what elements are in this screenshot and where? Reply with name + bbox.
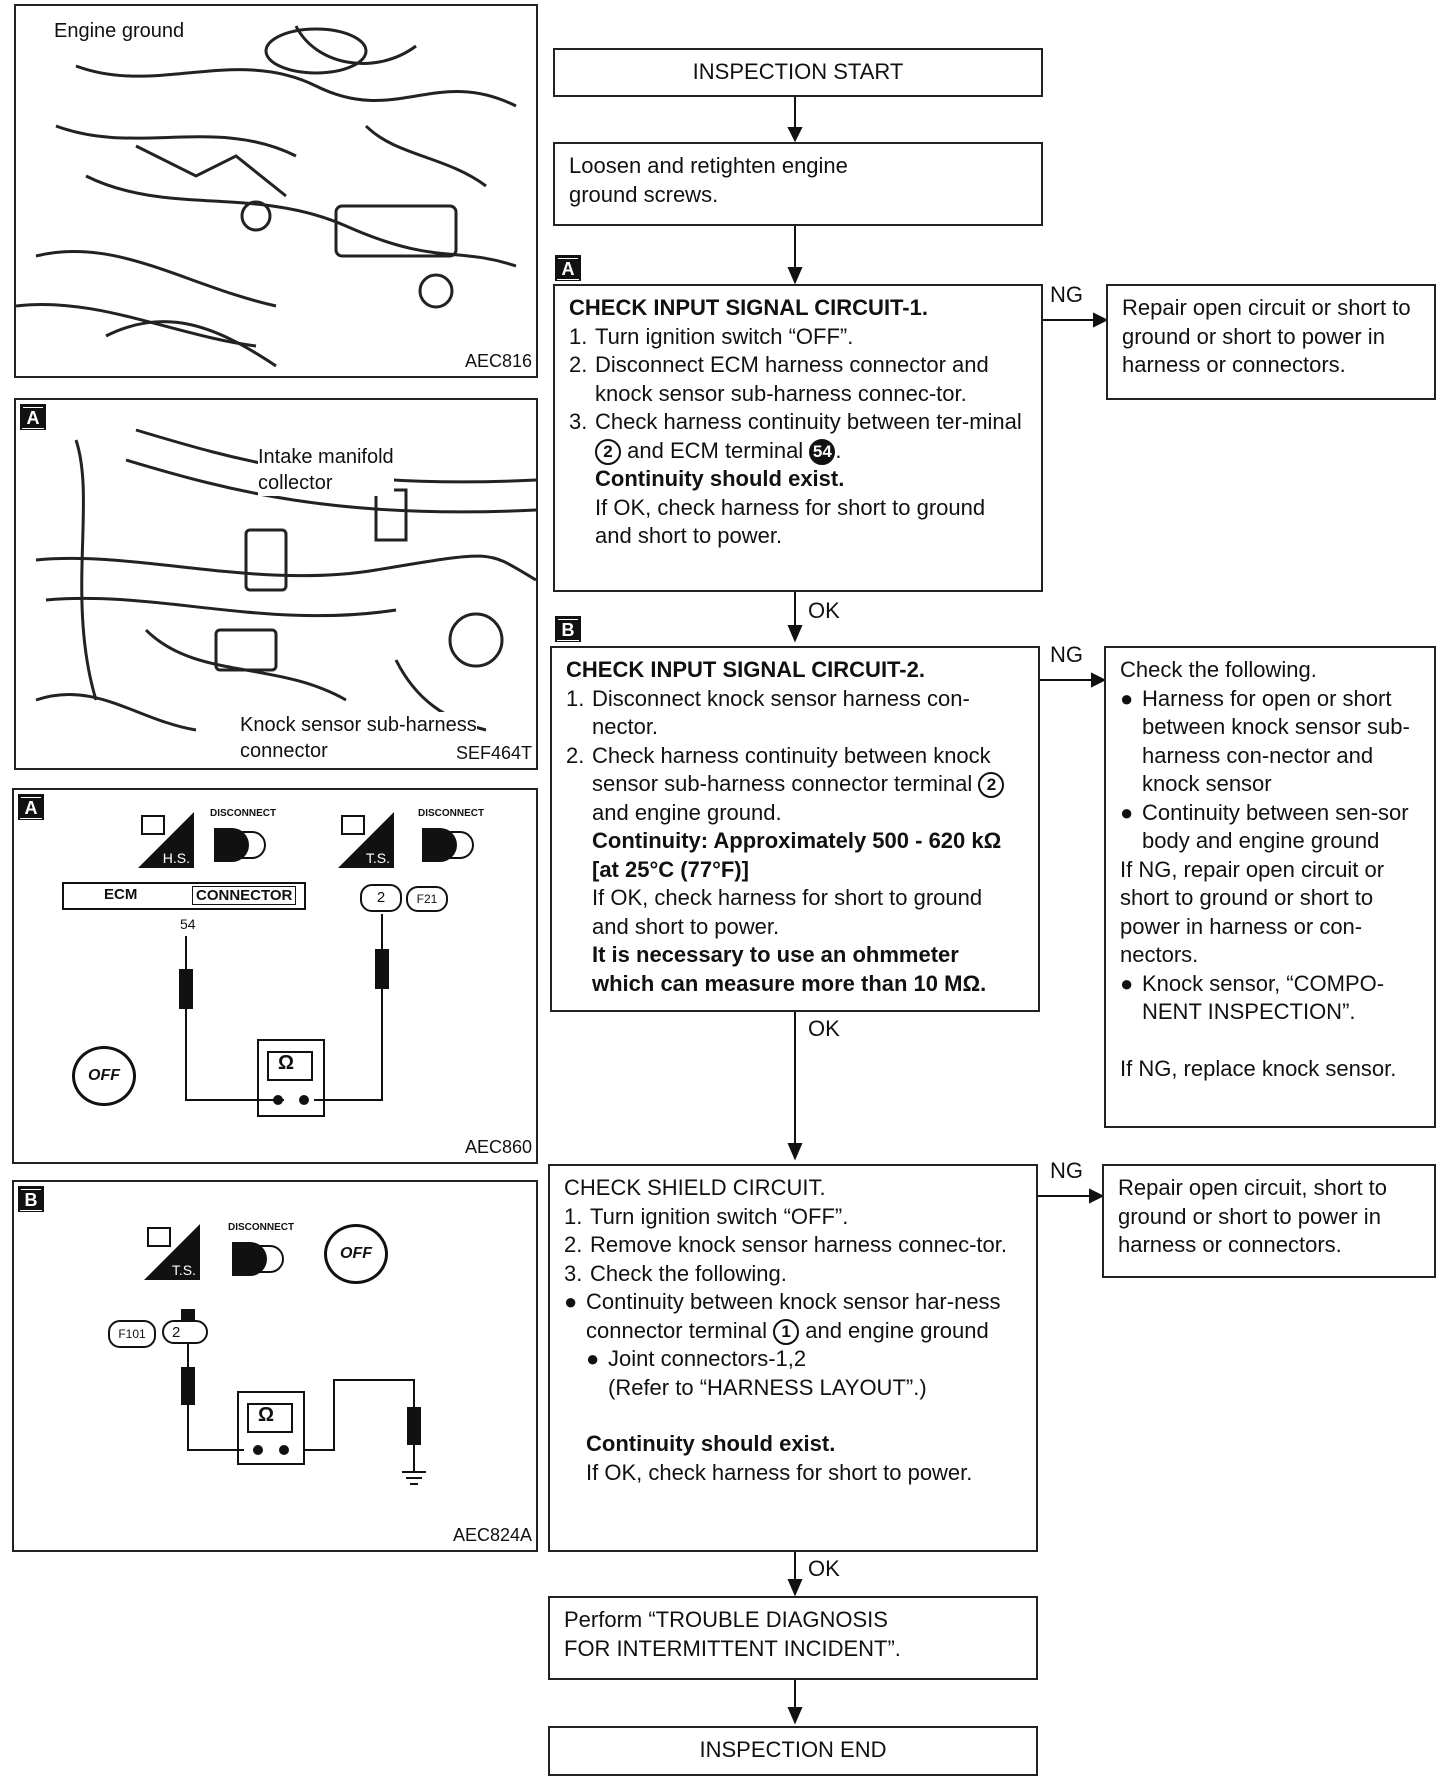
disconnect-label: DISCONNECT [418,808,485,819]
engine-ground-illustration [16,25,517,368]
disconnect-icon [228,1236,290,1287]
ng-repair-3: Repair open circuit, short to ground or … [1102,1164,1436,1278]
check-input-signal-circuit-2: CHECK INPUT SIGNAL CIRCUIT-2. 1.Disconne… [550,646,1040,1012]
check3-title: CHECK SHIELD CIRCUIT. [564,1175,826,1200]
check2-step2: Check harness continuity between knock s… [592,742,1024,828]
figure-code: AEC824A [452,1525,532,1545]
check3-bold: Continuity should exist. [586,1431,836,1456]
check3-step2: Remove knock sensor harness connec-tor. [590,1232,1007,1257]
check1-step3: Check harness continuity between ter-min… [595,408,1027,465]
ecm-continuity-diagram-panel: A H.S. DISCONNECT T.S. DISCONNECT ECM CO… [12,788,538,1164]
tag-a: A [20,404,46,430]
intake-manifold-illustration-panel: A Intake manifold collector Knock sensor… [14,398,538,770]
check2-title: CHECK INPUT SIGNAL CIRCUIT-2. [566,657,925,682]
check3-step1: Turn ignition switch “OFF”. [590,1203,849,1229]
engine-ground-callout: Engine ground [54,20,185,43]
figure-code: SEF464T [455,743,532,763]
connector-code-f21: F21 [406,886,448,912]
ng2-para1: If NG, repair open circuit or short to g… [1120,856,1385,968]
ohmmeter-ground-wiring [181,1309,426,1485]
ng2-bullet1: Harness for open or short between knock … [1142,685,1410,797]
ng2-para2: If NG, replace knock sensor. [1120,1055,1397,1081]
figure-code: AEC860 [464,1137,532,1157]
tag-a: A [555,255,581,281]
step-retighten-ground: Loosen and retighten engine ground screw… [553,142,1043,226]
disconnect-icon [210,822,272,873]
ng-repair-1: Repair open circuit or short to ground o… [1106,284,1436,400]
check2-bold2: It is necessary to use an ohmmeter which… [592,942,987,996]
disconnect-label: DISCONNECT [210,808,277,819]
check3-step3: Check the following. [590,1260,787,1286]
ng-label: NG [1050,642,1083,667]
tag-b: B [555,616,581,642]
check1-step2: Disconnect ECM harness connector and kno… [595,352,989,406]
ignition-off-icon: OFF [324,1224,388,1284]
ng2-bullet3: Knock sensor, “COMPO-NENT INSPECTION”. [1142,970,1385,1025]
connector-terminal-2: 2 [360,884,402,912]
ohm-symbol: Ω [258,1404,275,1426]
ng2-bullet2: Continuity between sen-sor body and engi… [1142,799,1409,854]
check3-ref: (Refer to “HARNESS LAYOUT”.) [608,1374,927,1400]
ng-label: NG [1050,282,1083,307]
check3-ok-note: If OK, check harness for short to power. [586,1459,973,1485]
terminal-side-icon: T.S. [338,812,394,868]
knock-sensor-callout: Knock sensor sub-harness connector [240,712,477,764]
ng2-title: Check the following. [1120,657,1317,682]
ng-check-following: Check the following. ●Harness for open o… [1104,646,1436,1128]
ok-label: OK [808,598,840,623]
check-input-signal-circuit-1: CHECK INPUT SIGNAL CIRCUIT-1. 1.Turn ign… [553,284,1043,592]
tag-a: A [18,794,44,820]
ng-label: NG [1050,1158,1083,1183]
step-perform-trouble-diagnosis: Perform “TROUBLE DIAGNOSIS FOR INTERMITT… [548,1596,1038,1680]
disconnect-label: DISCONNECT [228,1222,295,1233]
ohm-symbol: Ω [278,1052,295,1074]
connector-code-f101: F101 [108,1320,156,1348]
check1-step1: Turn ignition switch “OFF”. [595,323,854,349]
check-shield-circuit: CHECK SHIELD CIRCUIT. 1.Turn ignition sw… [548,1164,1038,1552]
terminal-54-label: 54 [180,916,196,932]
ohmmeter-wiring [179,914,389,1117]
ok-label: OK [808,1016,840,1041]
check2-bold: Continuity: Approximately 500 - 620 kΩ [… [592,828,1002,882]
intake-manifold-callout: Intake manifold collector [258,444,394,496]
check2-ok-note: If OK, check harness for short to ground… [592,885,983,939]
ok-label: OK [808,1556,840,1581]
inspection-end: INSPECTION END [548,1726,1038,1776]
engine-ground-illustration-panel: Engine ground AEC816 [14,4,538,378]
harness-side-icon: H.S. [138,812,194,868]
check3-bullet1: Continuity between knock sensor har-ness… [586,1288,1022,1345]
check1-ok-note: If OK, check harness for short to ground… [595,494,986,549]
shield-continuity-diagram-panel: B T.S. DISCONNECT OFF F101 2 Ω AEC824A [12,1180,538,1552]
check1-title: CHECK INPUT SIGNAL CIRCUIT-1. [569,295,928,320]
inspection-start: INSPECTION START [553,48,1043,97]
ignition-off-icon: OFF [72,1046,136,1106]
check3-bullet2: Joint connectors-1,2 [608,1346,807,1371]
tag-b: B [18,1186,44,1212]
check1-bold: Continuity should exist. [595,466,845,491]
check2-step1: Disconnect knock sensor harness con-nect… [592,685,970,740]
ecm-connector: ECM CONNECTOR [62,882,306,910]
disconnect-icon [418,822,480,873]
figure-code: AEC816 [464,351,532,371]
terminal-side-icon: T.S. [144,1224,200,1280]
